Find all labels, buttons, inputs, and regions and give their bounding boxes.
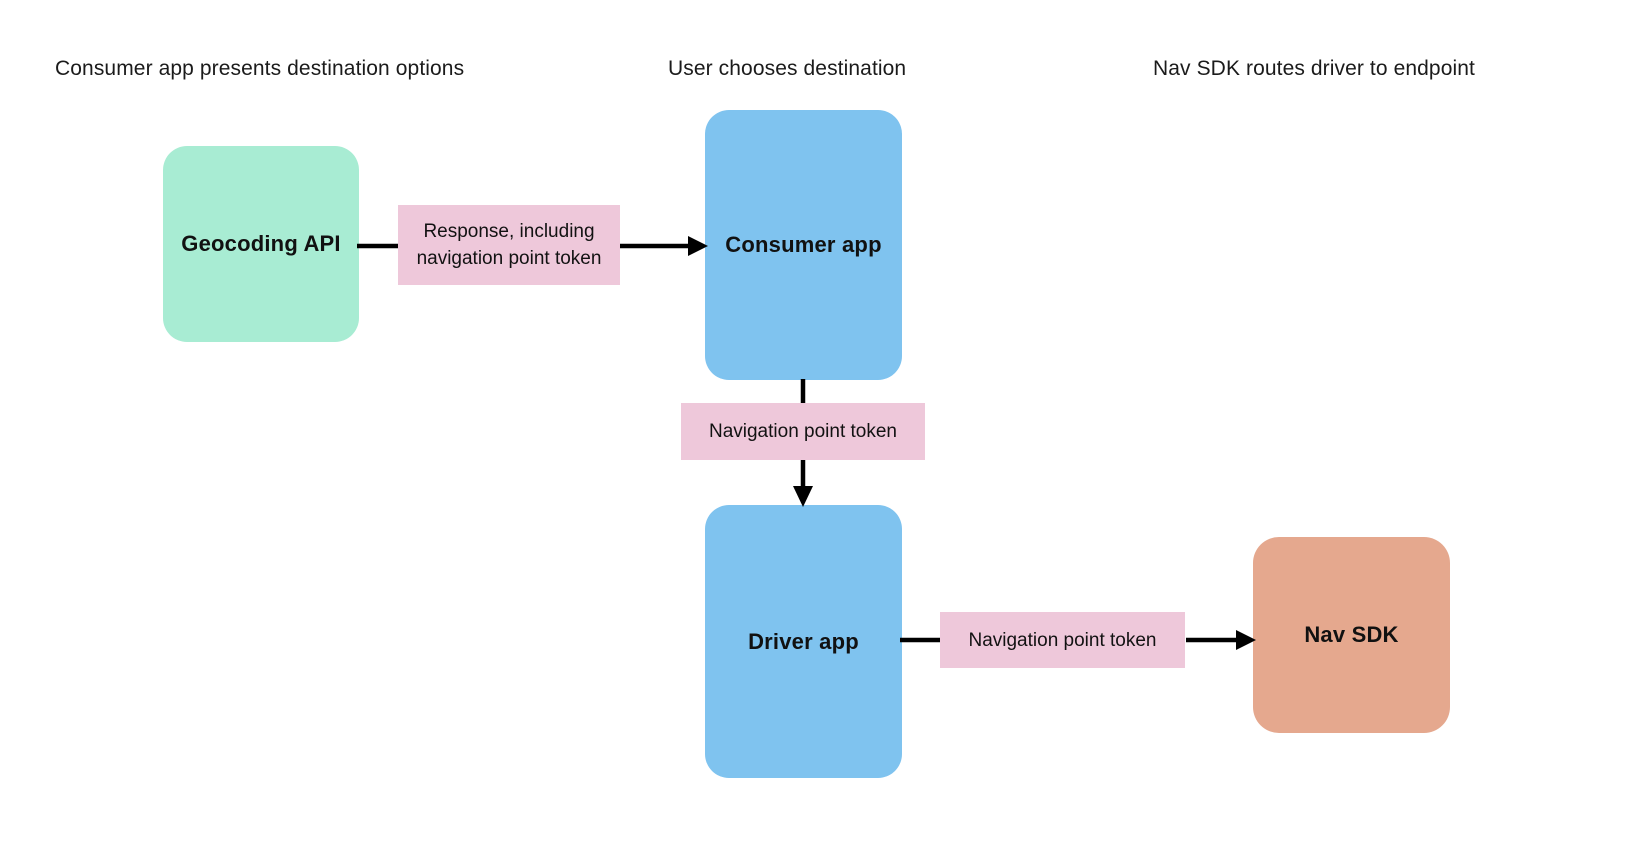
- node-geocoding-api-label: Geocoding API: [181, 231, 341, 256]
- edge-label-navigation-point-token-vertical: Navigation point token: [681, 403, 925, 460]
- node-driver-app: Driver app: [705, 505, 902, 778]
- column-header-user-chooses-destination: User chooses destination: [668, 57, 907, 80]
- node-consumer-app: Consumer app: [705, 110, 902, 380]
- node-consumer-app-label: Consumer app: [725, 232, 882, 257]
- column-header-nav-sdk-routes: Nav SDK routes driver to endpoint: [1153, 57, 1475, 80]
- edge-label-response-including-navigation-point-token: Response, including navigation point tok…: [398, 205, 620, 285]
- node-nav-sdk-label: Nav SDK: [1304, 622, 1399, 647]
- column-header-consumer-app: Consumer app presents destination option…: [55, 57, 465, 80]
- edge-label-navigation-point-token-horizontal: Navigation point token: [940, 612, 1185, 668]
- node-nav-sdk: Nav SDK: [1253, 537, 1450, 733]
- node-driver-app-label: Driver app: [748, 628, 859, 654]
- node-geocoding-api: Geocoding API: [163, 146, 359, 342]
